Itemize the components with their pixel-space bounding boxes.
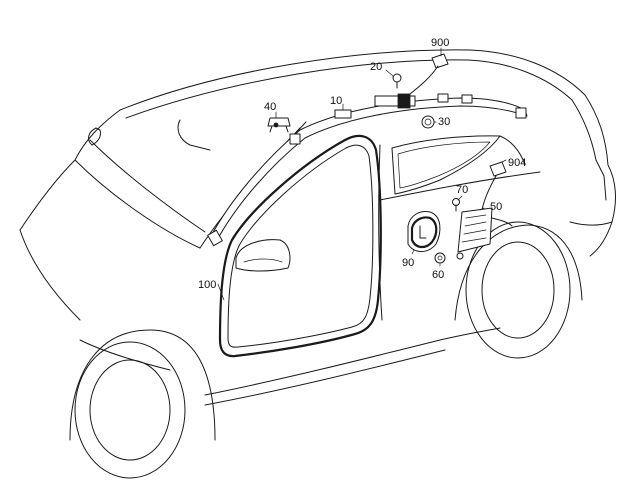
connector-900 [409,53,449,95]
bolt-20 [392,73,402,89]
cover-90 [407,211,441,252]
callout-labels: 900 20 40 10 30 904 70 50 90 60 100 [198,37,526,291]
rear-wheel [454,221,583,359]
side-mirror [235,239,291,272]
connector-904 [481,161,507,211]
callout-70: 70 [456,184,468,196]
module-50 [456,207,513,260]
callout-50: 50 [490,201,502,213]
callout-900: 900 [431,37,449,49]
clip-40 [267,117,291,133]
car-body-outline [19,49,616,406]
roof-airbag-10 [207,93,528,247]
callout-904: 904 [508,157,526,169]
callout-20: 20 [370,61,382,73]
door-seal-100 [218,134,382,358]
callout-40: 40 [264,101,276,113]
callout-100: 100 [198,279,216,291]
front-wheel [69,329,216,479]
callout-60: 60 [432,269,444,281]
leader-lines [217,47,507,301]
callout-30: 30 [438,116,450,128]
nut-60 [434,252,446,264]
callout-90: 90 [402,257,414,269]
grommet-30 [421,115,435,129]
screw-70 [452,198,460,212]
callout-10: 10 [330,95,342,107]
